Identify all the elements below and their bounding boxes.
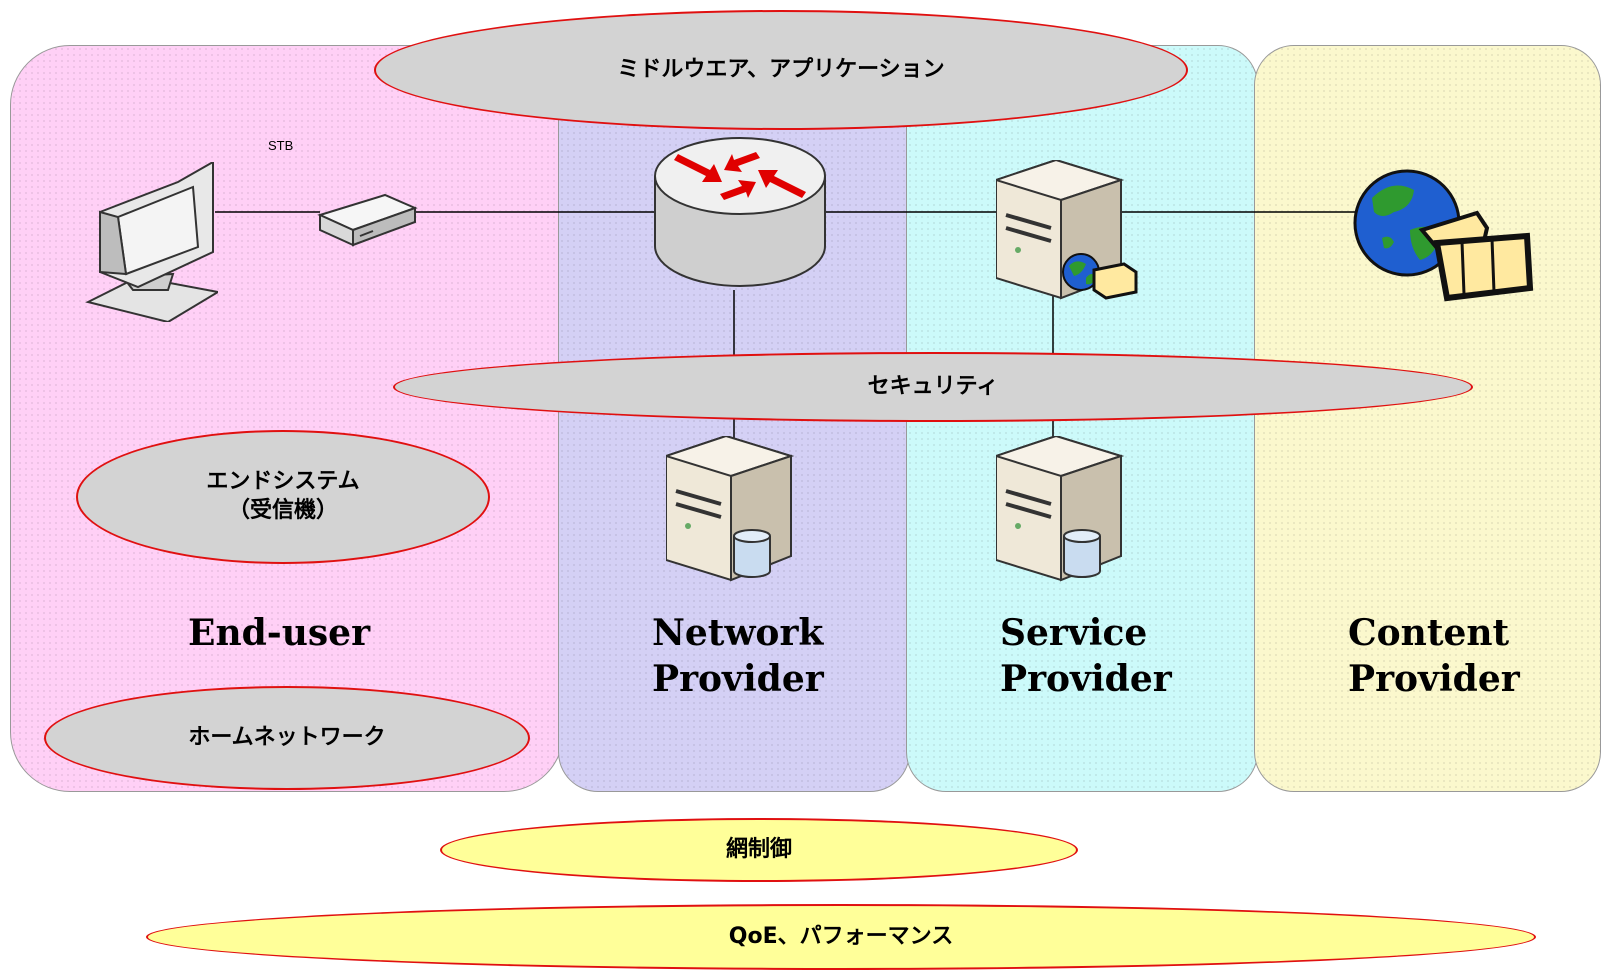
security-ellipse: セキュリティ (393, 352, 1473, 422)
content-provider-label: Content Provider (1348, 612, 1520, 700)
qoe-label: QoE、パフォーマンス (728, 923, 954, 949)
network-provider-label: Network Provider (652, 612, 824, 700)
end-system-ellipse: エンドシステム （受信機） (76, 430, 490, 564)
home-network-ellipse: ホームネットワーク (44, 686, 530, 790)
security-label: セキュリティ (867, 373, 999, 399)
stb-label: STB (268, 138, 294, 153)
end-system-label: エンドシステム （受信機） (206, 469, 360, 523)
network-control-ellipse: 網制御 (440, 818, 1078, 882)
router-icon (654, 137, 826, 287)
web-server-icon (996, 160, 1138, 300)
monitor-icon (85, 162, 218, 322)
service-provider-label: Service Provider (1000, 612, 1172, 700)
qoe-ellipse: QoE、パフォーマンス (146, 904, 1536, 970)
end-user-label: End-user (188, 612, 371, 654)
middleware-label: ミドルウエア、アプリケーション (617, 56, 945, 82)
database-server-icon (666, 436, 795, 582)
stb-icon (317, 193, 418, 247)
middleware-ellipse: ミドルウエア、アプリケーション (374, 10, 1188, 130)
zone-end-user (10, 45, 564, 792)
network-control-label: 網制御 (725, 836, 792, 862)
globe-content-icon (1353, 169, 1534, 302)
database-server-icon (996, 436, 1125, 582)
home-network-label: ホームネットワーク (188, 724, 386, 750)
zone-content-provider (1254, 45, 1601, 792)
